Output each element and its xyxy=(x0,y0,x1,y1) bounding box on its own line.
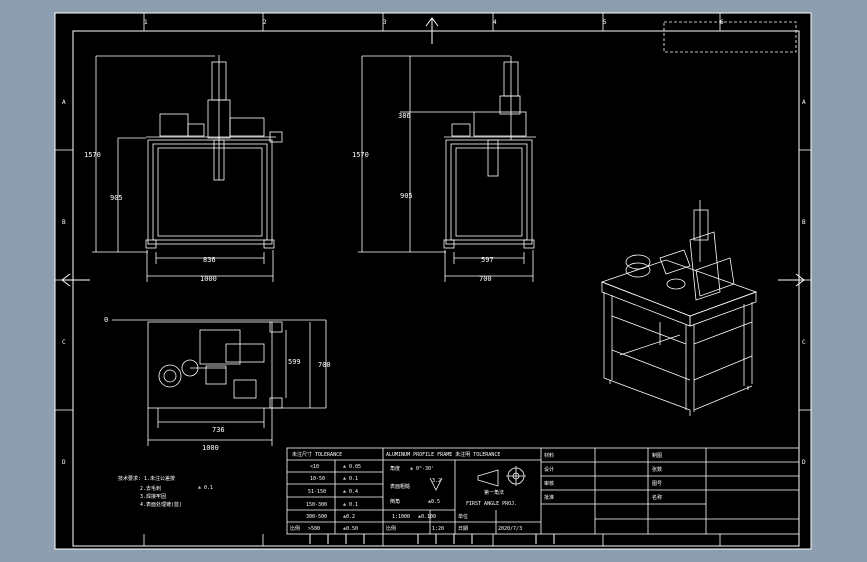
designer-label: 设计 xyxy=(544,466,554,473)
roughness-label: 表面粗糙 xyxy=(390,483,410,490)
tol-range-2: 10-50 xyxy=(310,476,325,482)
center-arrow-top xyxy=(425,17,439,44)
projection-cn: 第一角法 xyxy=(484,489,504,496)
title-block-text: ALUMINUM PROFILE FRAME 未注明 TOLERANCE 角度 … xyxy=(290,451,662,532)
front-width-inner: 836 xyxy=(203,256,216,264)
angle-value: ± 0°-30' xyxy=(410,466,434,472)
tolerance-header: 未注尺寸 TOLERANCE xyxy=(292,451,342,458)
tolerance-table: 未注尺寸 TOLERANCE <10 ± 0.05 10-50 ± 0.1 51… xyxy=(292,451,361,532)
material-label: 材料 xyxy=(544,452,554,459)
note-tolerance: ± 0.1 xyxy=(198,485,213,491)
angle-label: 角度 xyxy=(390,465,400,472)
scale-value: 1:20 xyxy=(432,526,444,532)
projection-label: FIRST ANGLE PROJ. xyxy=(466,501,517,507)
tol-value-3: ± 0.4 xyxy=(343,489,358,495)
qty-value2: ±0.100 xyxy=(418,514,436,520)
part-label: 图号 xyxy=(652,481,662,487)
top-view-dims: 0 599 700 736 1000 xyxy=(104,316,331,452)
zone-row-b: B xyxy=(62,219,66,226)
scale-label: 比例 xyxy=(386,525,396,532)
title-block xyxy=(286,447,800,535)
isometric-view xyxy=(600,200,758,416)
side-height-frame: 905 xyxy=(400,192,413,200)
zone-ticks xyxy=(55,13,811,546)
tol-value-5: ±0.2 xyxy=(343,514,355,520)
zone-row-a-right: A xyxy=(802,99,806,106)
technical-notes: 技术要求: 1.未注公差按 ± 0.1 2.去毛刺 3.焊接牢固 4.表面处理镀… xyxy=(118,475,213,508)
centering-marks xyxy=(61,17,805,287)
zone-labels: 1 2 3 4 5 6 A B C D A B C D xyxy=(62,19,806,466)
zone-col-1: 1 xyxy=(144,19,148,26)
page-label: 张数 xyxy=(652,466,662,473)
zone-row-b-right: B xyxy=(802,219,806,226)
top-origin: 0 xyxy=(104,316,108,324)
zone-row-d: D xyxy=(62,459,66,466)
zone-row-a: A xyxy=(62,99,66,106)
zone-col-4: 4 xyxy=(493,19,497,26)
tol-range-4: 150-300 xyxy=(306,502,327,508)
top-depth-inner: 599 xyxy=(288,358,301,366)
top-depth-outer: 700 xyxy=(318,361,331,369)
tol-range-6: >500 xyxy=(308,526,320,532)
side-view-dims: 1570 386 905 597 700 xyxy=(352,112,494,283)
top-width-inner: 736 xyxy=(212,426,225,434)
zone-col-2: 2 xyxy=(263,19,267,26)
roughness-value: 3.2 xyxy=(432,478,441,484)
revision-box xyxy=(663,21,797,53)
center-arrow-right xyxy=(778,273,805,287)
front-view xyxy=(92,55,283,282)
side-width-inner: 597 xyxy=(481,256,494,264)
tol-value-6: ±0.50 xyxy=(343,526,358,532)
center-arrow-left xyxy=(61,273,90,287)
unit-label: 单位 xyxy=(458,513,468,520)
zone-col-3: 3 xyxy=(383,19,387,26)
side-view xyxy=(358,55,536,282)
side-height-top: 386 xyxy=(398,112,411,120)
scale-label-left: 比例 xyxy=(290,525,300,532)
side-width-outer: 700 xyxy=(479,275,492,283)
tol-range-3: 51-150 xyxy=(308,489,326,495)
side-height-total: 1570 xyxy=(352,151,369,159)
tol-range-5: 300-500 xyxy=(306,514,327,520)
tol-value-4: ± 0.1 xyxy=(343,502,358,508)
note-line-1: 技术要求: 1.未注公差按 xyxy=(118,475,175,482)
front-width-outer: 1000 xyxy=(200,275,217,283)
zone-row-d-right: D xyxy=(802,459,806,466)
title-block-dashes xyxy=(309,534,555,544)
front-height-total: 1570 xyxy=(84,151,101,159)
front-height-frame: 905 xyxy=(110,194,123,202)
note-line-3: 3.焊接牢固 xyxy=(140,493,166,500)
chamfer-label: 倒角 xyxy=(390,498,400,505)
front-view-dims: 1570 905 836 1000 xyxy=(84,151,217,283)
top-view xyxy=(112,319,327,446)
approver-label: 批准 xyxy=(544,494,554,501)
date-label: 日期 xyxy=(458,526,468,532)
tol-range-1: <10 xyxy=(310,464,319,470)
chamfer-value: ±0.5 xyxy=(428,499,440,505)
zone-col-6: 6 xyxy=(720,19,724,26)
note-line-2: 2.去毛刺 xyxy=(140,485,161,492)
general-title: ALUMINUM PROFILE FRAME 未注明 TOLERANCE xyxy=(386,451,500,458)
zone-row-c-right: C xyxy=(802,339,806,346)
tol-value-1: ± 0.05 xyxy=(343,464,361,470)
top-width-outer: 1000 xyxy=(202,444,219,452)
zone-col-5: 5 xyxy=(603,19,607,26)
note-line-4: 4.表面处理镀(蓝) xyxy=(140,501,182,508)
checker-label: 审核 xyxy=(544,480,554,487)
date-value: 2020/7/3 xyxy=(498,526,522,532)
drawn-label: 制图 xyxy=(652,452,662,459)
qty-value: 1:1000 xyxy=(392,514,410,520)
name-label: 名称 xyxy=(652,494,662,501)
drawing-border xyxy=(72,30,800,547)
tol-value-2: ± 0.1 xyxy=(343,476,358,482)
zone-row-c: C xyxy=(62,339,66,346)
